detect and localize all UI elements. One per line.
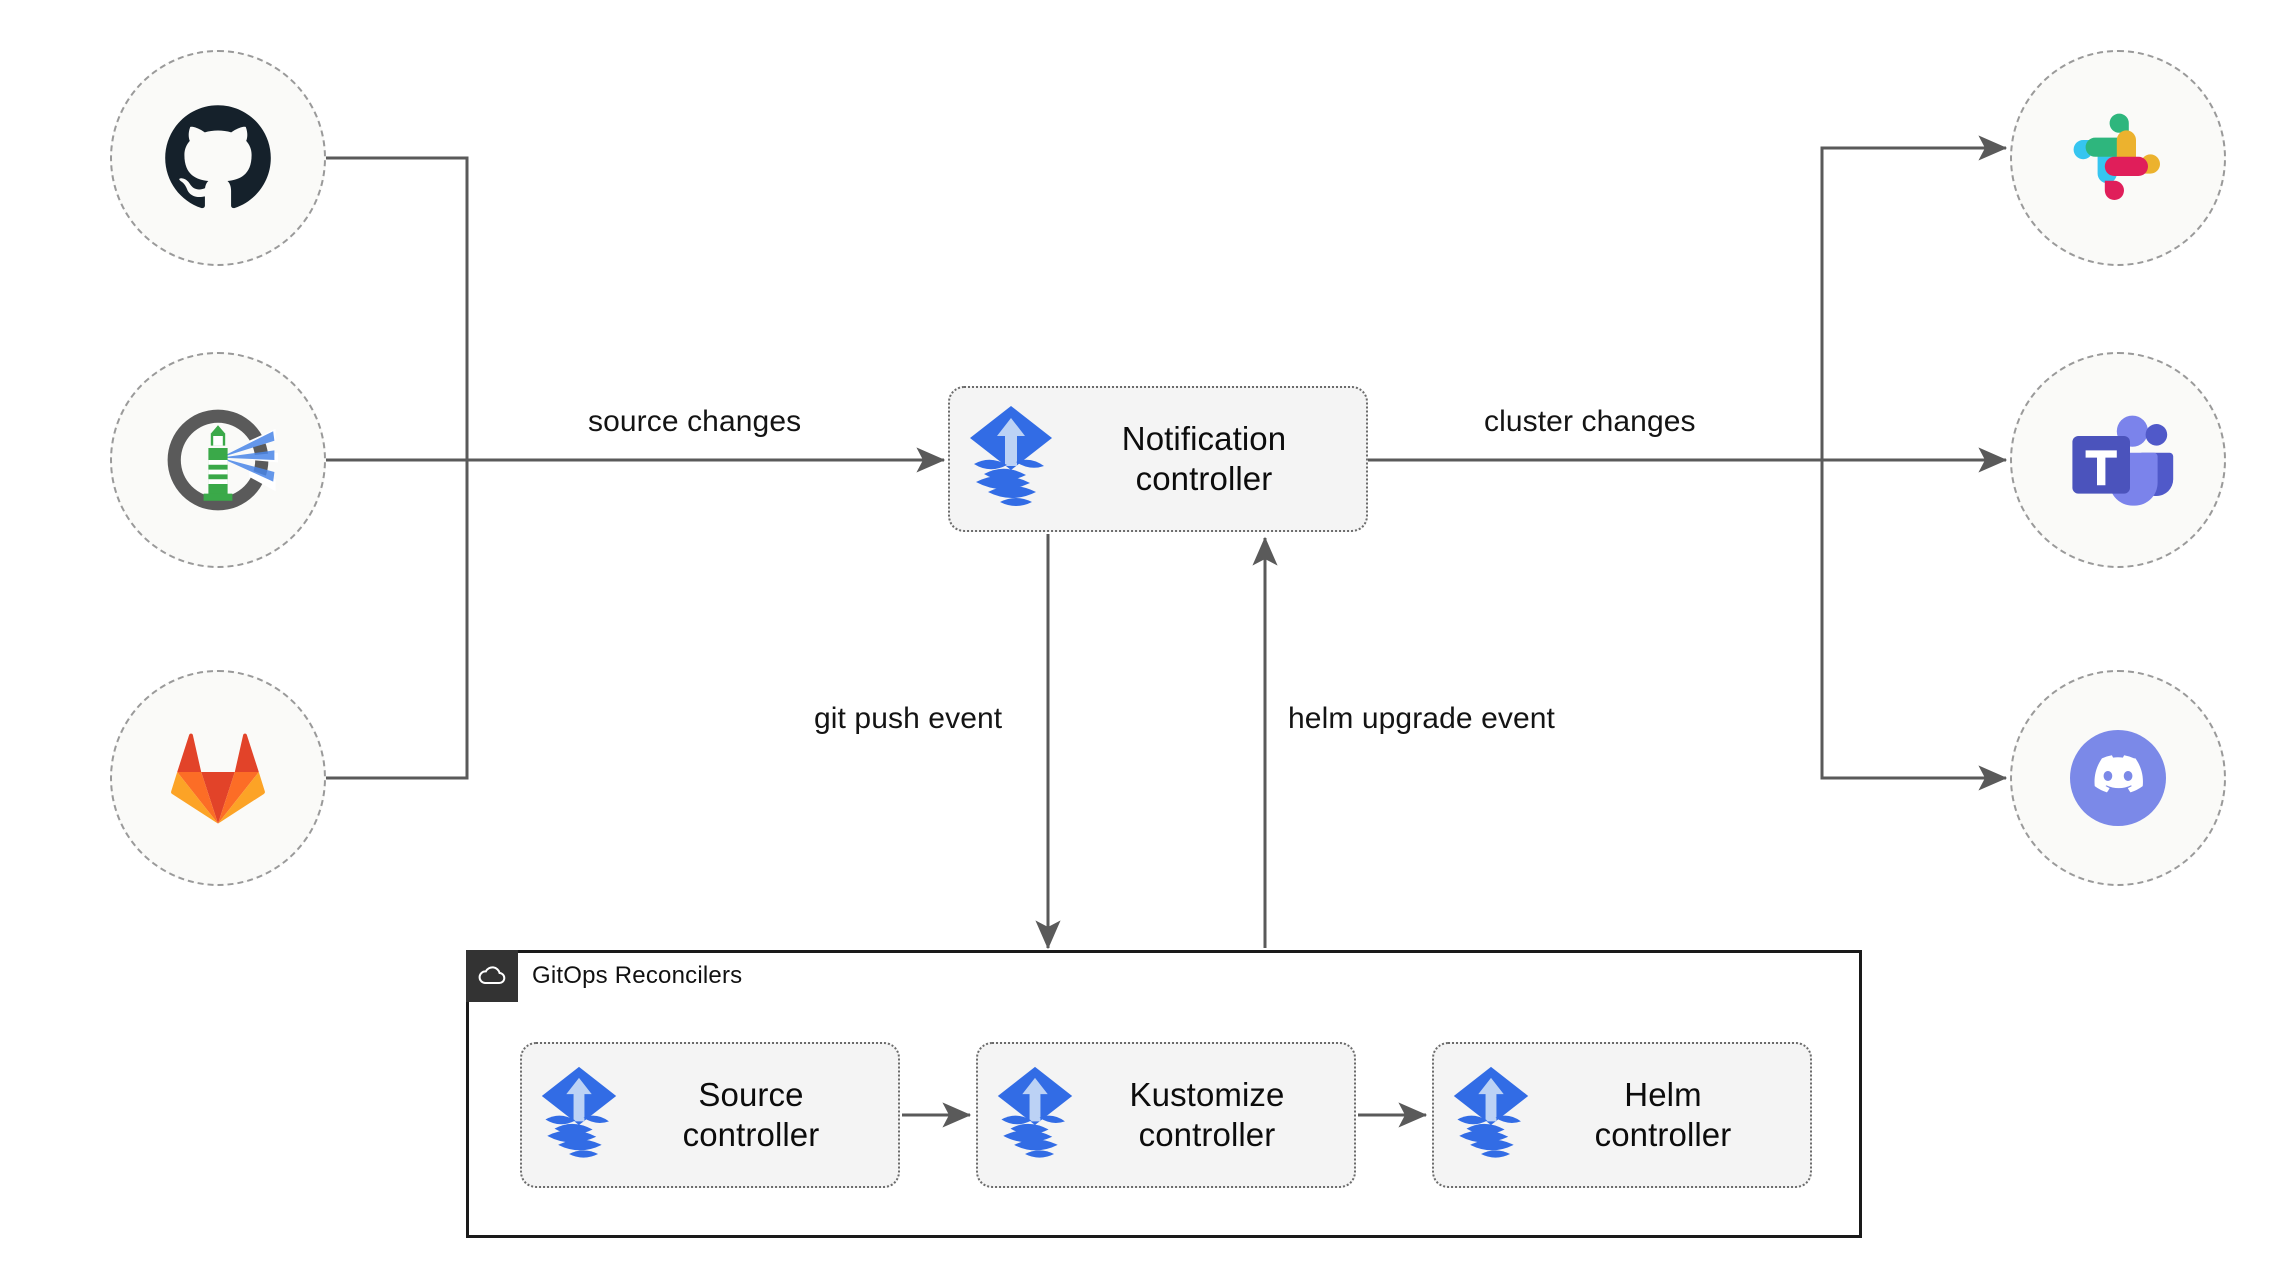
gitops-reconcilers-container xyxy=(466,950,1862,1238)
flux-logo-icon xyxy=(970,406,1052,506)
github-icon xyxy=(165,105,271,209)
slack-icon xyxy=(2073,113,2160,200)
helm-controller-label: Helm controller xyxy=(1594,1075,1732,1153)
helm-controller-card[interactable]: Helm controller xyxy=(1432,1042,1812,1188)
gitlab-icon xyxy=(171,733,265,824)
wire-bus-to-slack xyxy=(1820,135,2008,460)
flux-logo-icon xyxy=(997,1066,1073,1158)
wire-gitlab-to-bus xyxy=(320,460,469,780)
discord-icon xyxy=(2070,730,2166,826)
destination-node-teams[interactable] xyxy=(2010,352,2226,568)
source-controller-label: Source controller xyxy=(682,1075,820,1153)
wire-bus-to-discord xyxy=(1820,460,2008,791)
notification-controller-label: Notification controller xyxy=(1121,419,1287,497)
notification-controller-card[interactable]: Notification controller xyxy=(948,386,1368,532)
edge-label-source-changes: source changes xyxy=(580,403,810,441)
cloud-icon xyxy=(478,966,506,984)
flux-logo-icon xyxy=(1453,1066,1529,1158)
flux-lighthouse-icon xyxy=(167,409,278,511)
source-node-gitlab[interactable] xyxy=(110,670,326,886)
edge-label-git-push-event: git push event xyxy=(806,700,1011,738)
wire-github-to-bus xyxy=(320,156,469,460)
gitops-reconcilers-title: GitOps Reconcilers xyxy=(532,962,743,989)
destination-node-slack[interactable] xyxy=(2010,50,2226,266)
edge-label-cluster-changes: cluster changes xyxy=(1476,403,1704,441)
source-controller-card[interactable]: Source controller xyxy=(520,1042,900,1188)
source-node-github[interactable] xyxy=(110,50,326,266)
destination-node-discord[interactable] xyxy=(2010,670,2226,886)
gitops-reconcilers-header: GitOps Reconcilers xyxy=(466,950,742,1002)
flux-logo-icon xyxy=(541,1066,617,1158)
edge-label-helm-upgrade-event: helm upgrade event xyxy=(1280,700,1563,738)
source-node-flux[interactable] xyxy=(110,352,326,568)
kustomize-controller-label: Kustomize controller xyxy=(1129,1075,1285,1153)
microsoft-teams-icon xyxy=(2072,415,2174,506)
cloud-badge xyxy=(466,950,518,1002)
kustomize-controller-card[interactable]: Kustomize controller xyxy=(976,1042,1356,1188)
